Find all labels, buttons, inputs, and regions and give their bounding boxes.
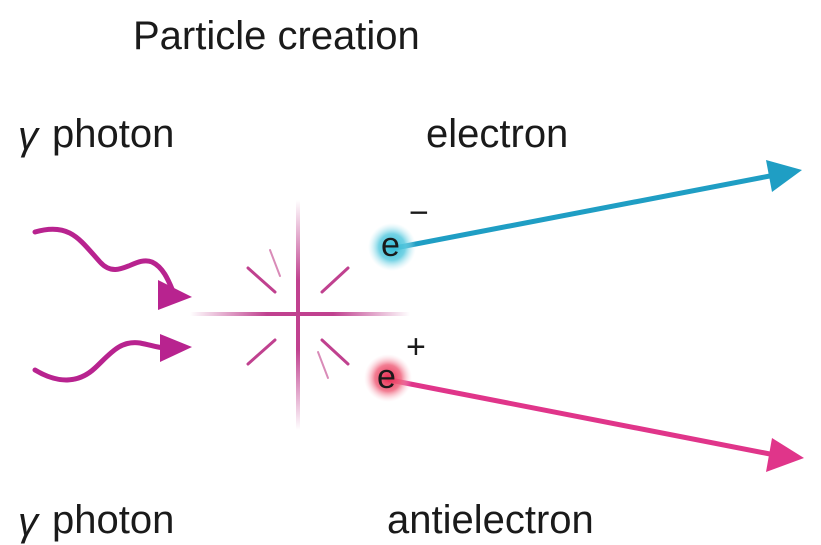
photon-label-bottom: photon	[52, 498, 175, 542]
electron-label: electron	[426, 112, 569, 156]
photon-wave-bottom	[32, 334, 192, 383]
electron-charge-sign: −	[409, 194, 429, 232]
antielectron-label: antielectron	[387, 498, 594, 542]
positron-glow	[364, 354, 412, 402]
diagram-title: Particle creation	[133, 14, 420, 58]
positron-trajectory	[387, 377, 804, 472]
photon-wave-top	[32, 226, 192, 310]
photon-label-top: photon	[52, 112, 175, 156]
creation-burst-icon	[190, 200, 410, 430]
electron-symbol: e	[381, 226, 400, 264]
gamma-symbol-top: γ	[18, 114, 38, 158]
positron-charge-sign: +	[406, 328, 426, 366]
electron-glow	[368, 223, 416, 271]
positron-arrowhead	[766, 438, 804, 472]
positron-symbol: e	[377, 358, 396, 396]
electron-trajectory	[392, 160, 802, 251]
gamma-symbol-bottom: γ	[18, 500, 38, 544]
photon-arrowhead-bottom	[160, 334, 192, 362]
electron-arrowhead	[766, 160, 802, 192]
photon-arrowhead-top	[158, 280, 192, 310]
